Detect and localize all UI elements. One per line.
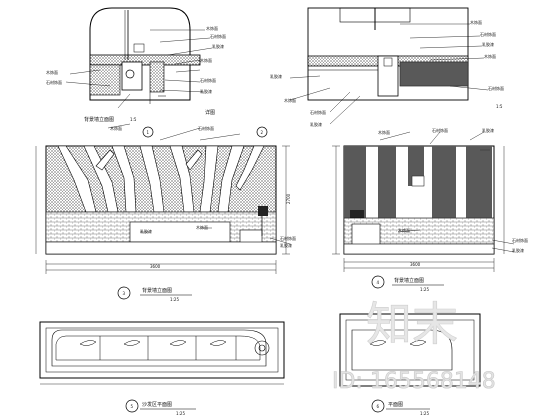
note-text: 木饰面: [398, 227, 410, 233]
scale-label: 1:25: [420, 287, 429, 292]
note-text: 木饰面: [46, 69, 58, 75]
note-text: 乳胶漆: [140, 228, 152, 234]
callout-marker: [117, 286, 131, 300]
detail-section-top-left: 木饰面 石材饰面 乳胶漆 木饰面 石材饰面 乳胶漆 木饰面 石材饰面 背景墙立面…: [46, 7, 226, 123]
note-text: 石材饰面: [200, 77, 216, 83]
callout-number: 3: [123, 291, 126, 296]
note-text: 木饰面: [470, 19, 482, 25]
elevation-caption: 背景墙立面图: [394, 277, 424, 284]
note-text: 石材饰面: [480, 31, 496, 37]
note-text: 石材饰面: [46, 79, 62, 85]
note-text: 石材饰面: [512, 237, 528, 243]
note-text: 乳胶漆: [270, 73, 282, 79]
callout-number: 1: [147, 130, 150, 135]
plan-caption: 平面图: [388, 402, 403, 408]
note-text: 石材饰面: [210, 33, 226, 39]
elevation-a: 1 2: [35, 123, 296, 302]
detail-caption: 详图: [205, 109, 215, 116]
elevation-b: 3600 木饰面 石材饰面 乳胶漆 木饰面 石材饰面 乳胶漆 4 背景墙立面图 …: [332, 127, 528, 292]
detail-section-top-right: 木饰面 石材饰面 乳胶漆 木饰面 石材饰面 乳胶漆 木饰面 石材饰面 乳胶漆 1…: [270, 7, 504, 127]
note-text: 石材饰面: [488, 85, 504, 91]
watermark-brand: 知末: [366, 297, 458, 351]
note-text: 木饰面: [206, 25, 218, 31]
dimension-text: 3600: [410, 262, 421, 267]
note-text: 乳胶漆: [212, 43, 224, 49]
callout-marker: [142, 126, 154, 138]
note-text: 乳胶漆: [280, 242, 292, 248]
note-text: 乳胶漆: [482, 127, 494, 133]
note-text: 木饰面: [110, 125, 122, 131]
watermark-id: ID: 165568148: [332, 369, 496, 394]
scale-label: 1:25: [420, 411, 429, 416]
dimension-text: 2700: [286, 193, 291, 204]
callout-marker: [256, 126, 268, 138]
note-text: 木饰面: [196, 224, 208, 230]
note-text: 木饰面: [378, 129, 390, 135]
callout-number: 4: [377, 280, 380, 285]
note-text: 石材饰面: [198, 125, 214, 131]
callout-marker: [125, 399, 139, 413]
callout-marker: [371, 399, 385, 413]
elevation-caption: 背景墙立面图: [142, 287, 172, 294]
plan-b: 6 平面图 1:25: [339, 313, 481, 416]
note-text: 乳胶漆: [482, 41, 494, 47]
callout-number: 5: [131, 404, 134, 409]
plan-a: 5 沙发区平面图 1:25: [39, 321, 285, 416]
note-text: 木饰面: [484, 53, 496, 59]
dimension-text: 3600: [150, 264, 161, 269]
scale-label: 1:5: [496, 104, 503, 109]
callout-marker: [371, 275, 385, 289]
callout-number: 2: [261, 130, 264, 135]
note-text: 乳胶漆: [200, 88, 212, 94]
note-text: 石材饰面: [432, 127, 448, 133]
plan-caption: 沙发区平面图: [142, 401, 172, 408]
scale-label: 1:25: [176, 411, 185, 416]
note-text: 石材饰面: [310, 109, 326, 115]
note-text: 木饰面: [284, 97, 296, 103]
note-text: 石材饰面: [280, 235, 296, 241]
note-text: 乳胶漆: [310, 121, 322, 127]
note-text: 乳胶漆: [512, 247, 524, 253]
detail-caption: 背景墙立面图: [84, 116, 114, 123]
callout-number: 6: [377, 404, 380, 409]
note-text: 木饰面: [200, 57, 212, 63]
scale-label: 1:5: [130, 117, 137, 122]
scale-label: 1:25: [170, 297, 179, 302]
watermark: 知末 ID: 165568148: [332, 297, 496, 395]
